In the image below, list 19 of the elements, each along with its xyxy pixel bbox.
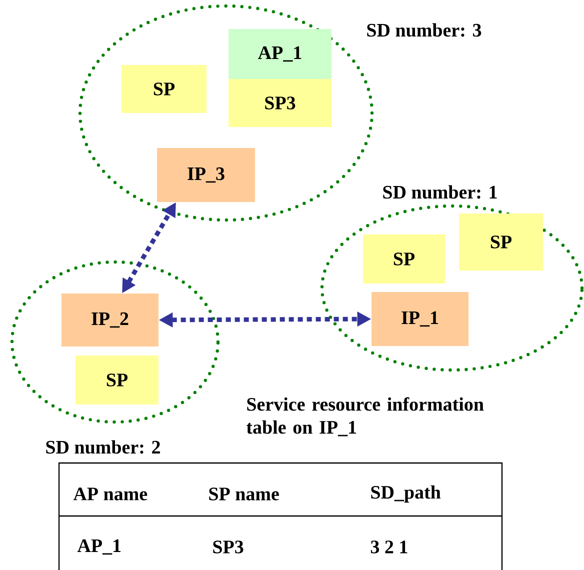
table-cell: AP name xyxy=(73,488,148,500)
domain-label: SD number: 2 xyxy=(46,440,160,454)
peer-box: IP_1 xyxy=(372,292,468,346)
service-box: SP xyxy=(122,65,206,113)
application-box: AP_1 xyxy=(228,29,332,79)
caption: Service resource information table on IP_1 xyxy=(246,397,484,436)
peer-box: IP_2 xyxy=(62,294,158,346)
service-box: SP xyxy=(459,214,543,270)
service-box: SP3 xyxy=(228,79,332,127)
service-box: SP xyxy=(363,234,445,284)
table-cell: AP_1 xyxy=(77,539,121,555)
peer-box: IP_3 xyxy=(157,148,255,202)
table-cell: SP name xyxy=(209,488,279,500)
table-cell: SP3 xyxy=(213,540,244,554)
table-cell: 3 2 1 xyxy=(370,540,408,554)
table-cell: SD_path xyxy=(371,485,441,503)
domain-label: SD number: 3 xyxy=(367,23,482,37)
service-box: SP xyxy=(76,356,158,404)
domain-label: SD number: 1 xyxy=(383,185,497,199)
